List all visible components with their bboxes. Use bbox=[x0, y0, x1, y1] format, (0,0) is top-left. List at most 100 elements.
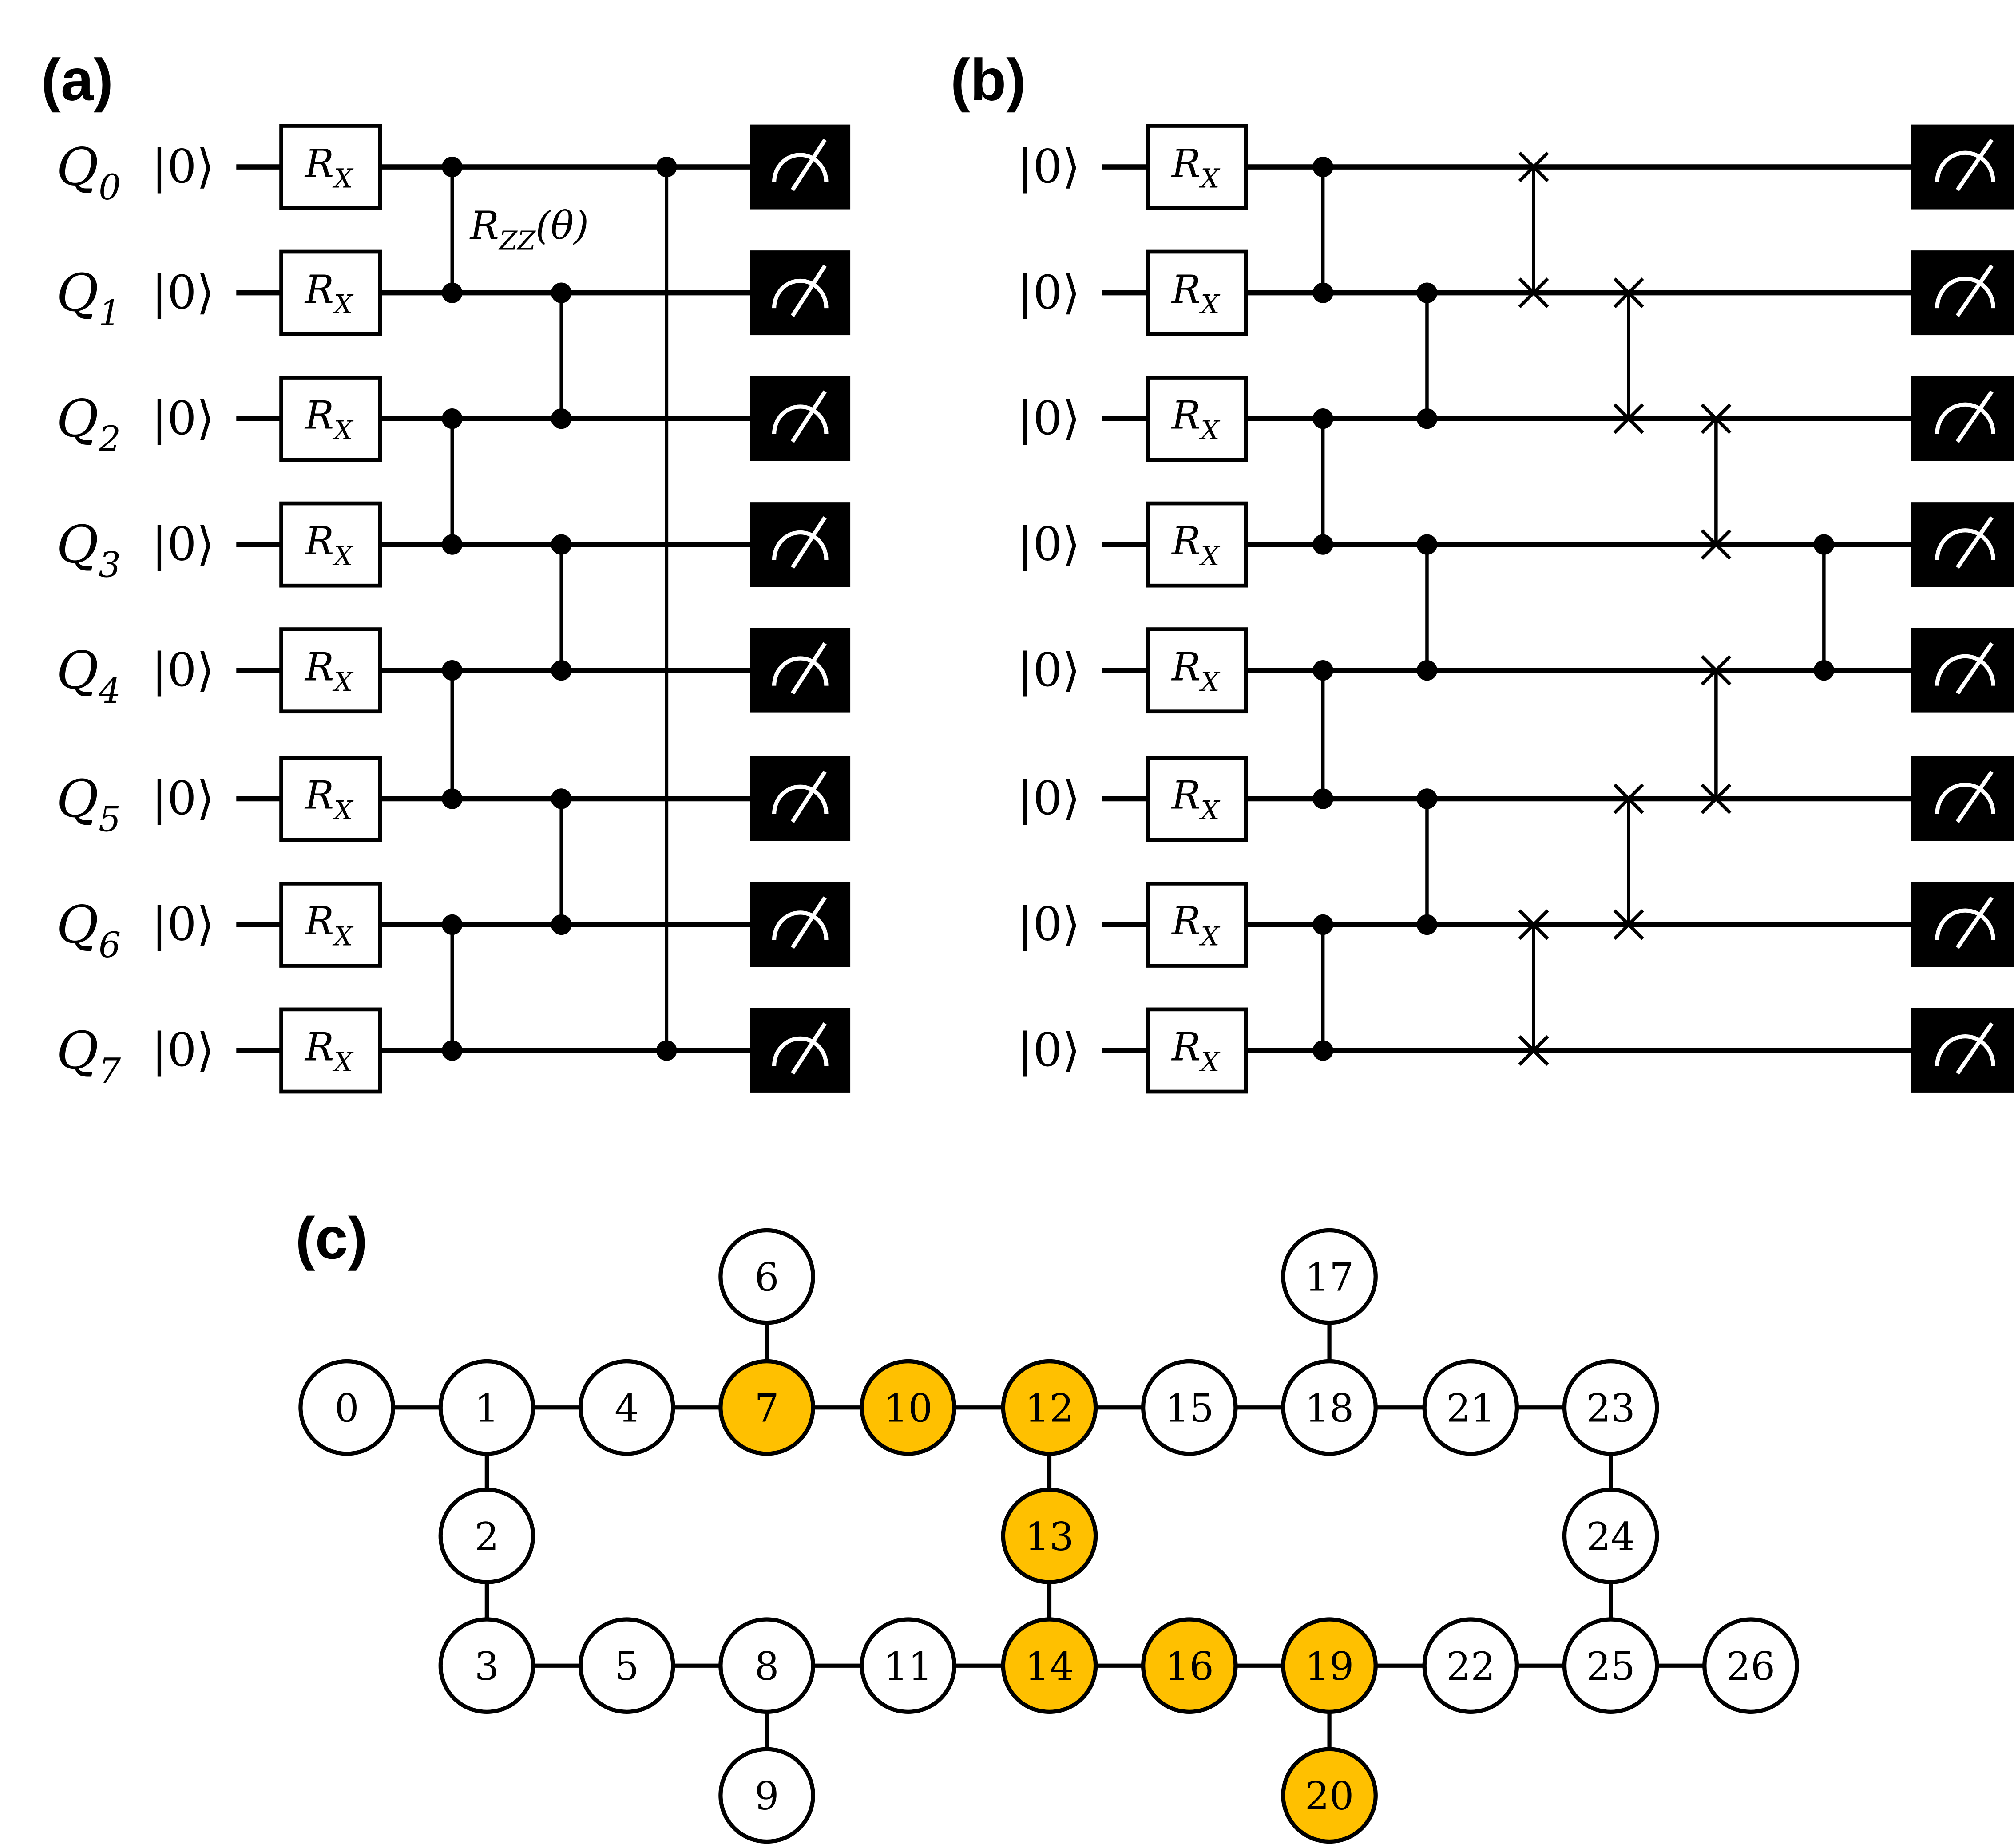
circuit-a: Q0|0⟩RXQ1|0⟩RXQ2|0⟩RXQ3|0⟩RXQ4|0⟩RXQ5|0⟩… bbox=[56, 124, 851, 1094]
meter-icon bbox=[750, 376, 851, 461]
rx-gate-label: RX bbox=[304, 1025, 353, 1077]
qubit-row: |0⟩RX bbox=[1017, 882, 2014, 968]
meter-icon bbox=[750, 502, 851, 587]
qubit-node-11: 11 bbox=[860, 1617, 957, 1714]
rx-gate: RX bbox=[1146, 627, 1248, 714]
node-label: 14 bbox=[1025, 1644, 1074, 1689]
qubit-node-6: 6 bbox=[718, 1228, 815, 1325]
rx-gate-label: RX bbox=[304, 773, 353, 826]
node-label: 19 bbox=[1305, 1644, 1354, 1689]
init-state-ket: |0⟩ bbox=[1017, 391, 1080, 445]
control-dot bbox=[1312, 156, 1333, 178]
cz-gate bbox=[442, 914, 463, 1061]
qubit-label: Q3 bbox=[56, 515, 121, 585]
meter-icon bbox=[750, 124, 851, 210]
rx-gate: RX bbox=[279, 501, 382, 588]
init-state-ket: |0⟩ bbox=[1017, 1023, 1080, 1077]
cz-gate bbox=[442, 156, 463, 303]
cz-gate bbox=[1416, 788, 1438, 935]
init-state-ket: |0⟩ bbox=[151, 771, 214, 825]
qubit-node-8: 8 bbox=[718, 1617, 815, 1714]
init-state-ket: |0⟩ bbox=[151, 391, 214, 445]
qubit-node-1: 1 bbox=[438, 1359, 535, 1456]
rx-gate: RX bbox=[279, 1007, 382, 1094]
control-dot bbox=[1416, 914, 1438, 935]
meter-icon bbox=[1911, 250, 2014, 336]
qubit-row: |0⟩RX bbox=[1017, 627, 2014, 714]
node-label: 13 bbox=[1025, 1515, 1074, 1559]
init-state-ket: |0⟩ bbox=[1017, 265, 1080, 319]
control-dot bbox=[442, 788, 463, 809]
init-state-ket: |0⟩ bbox=[1017, 771, 1080, 825]
init-state-ket: |0⟩ bbox=[1017, 517, 1080, 571]
rx-gate: RX bbox=[1146, 756, 1248, 842]
node-label: 11 bbox=[884, 1644, 932, 1689]
qubit-node-4: 4 bbox=[578, 1359, 675, 1456]
rx-gate: RX bbox=[1146, 501, 1248, 588]
qubit-row: Q5|0⟩RX bbox=[56, 756, 851, 842]
qubit-row: Q7|0⟩RX bbox=[56, 1007, 851, 1094]
rx-gate-label: RX bbox=[1171, 141, 1220, 194]
rx-gate-label: RX bbox=[304, 519, 353, 571]
node-label: 20 bbox=[1305, 1774, 1354, 1819]
qubit-node-22: 22 bbox=[1422, 1617, 1519, 1714]
node-label: 23 bbox=[1586, 1386, 1635, 1431]
cz-gate bbox=[1312, 914, 1333, 1061]
node-label: 8 bbox=[754, 1644, 779, 1689]
control-dot bbox=[1813, 534, 1834, 555]
control-dot bbox=[551, 660, 572, 681]
node-label: 16 bbox=[1165, 1644, 1214, 1689]
control-dot bbox=[656, 1040, 677, 1061]
qubit-node-7: 7 bbox=[718, 1359, 815, 1456]
init-state-ket: |0⟩ bbox=[151, 139, 214, 194]
node-label: 4 bbox=[615, 1386, 639, 1431]
init-state-ket: |0⟩ bbox=[1017, 139, 1080, 194]
node-label: 0 bbox=[334, 1386, 359, 1431]
meter-icon bbox=[1911, 376, 2014, 461]
rx-gate: RX bbox=[1146, 882, 1248, 968]
cz-gate bbox=[656, 156, 677, 1061]
meter-icon bbox=[1911, 502, 2014, 587]
qubit-node-20: 20 bbox=[1281, 1747, 1378, 1844]
control-dot bbox=[442, 914, 463, 935]
meter-icon bbox=[1911, 756, 2014, 841]
qubit-node-13: 13 bbox=[1001, 1488, 1098, 1584]
cz-gate bbox=[442, 408, 463, 555]
qubit-row: |0⟩RX bbox=[1017, 249, 2014, 336]
cz-gate bbox=[1813, 534, 1834, 681]
control-dot bbox=[1416, 408, 1438, 429]
control-dot bbox=[551, 282, 572, 303]
cz-gate bbox=[551, 534, 572, 681]
control-dot bbox=[551, 534, 572, 555]
control-dot bbox=[442, 282, 463, 303]
rx-gate-label: RX bbox=[1171, 773, 1220, 826]
control-dot bbox=[1416, 788, 1438, 809]
swap-gate bbox=[1518, 909, 1549, 1066]
rx-gate-label: RX bbox=[1171, 1025, 1220, 1077]
node-label: 1 bbox=[475, 1386, 499, 1431]
qubit-row: Q0|0⟩RX bbox=[56, 124, 851, 210]
swap-gate bbox=[1701, 655, 1732, 814]
node-label: 7 bbox=[754, 1386, 779, 1431]
qubit-node-15: 15 bbox=[1141, 1359, 1238, 1456]
circuit-b: |0⟩RX|0⟩RX|0⟩RX|0⟩RX|0⟩RX|0⟩RX|0⟩RX|0⟩RX bbox=[1017, 124, 2014, 1094]
qubit-row: Q1|0⟩RX bbox=[56, 249, 851, 336]
node-label: 3 bbox=[475, 1644, 499, 1689]
node-label: 25 bbox=[1586, 1644, 1635, 1689]
meter-icon bbox=[1911, 124, 2014, 210]
meter-icon bbox=[1911, 1008, 2014, 1093]
qubit-node-3: 3 bbox=[438, 1617, 535, 1714]
rx-gate: RX bbox=[279, 756, 382, 842]
qubit-label: Q6 bbox=[56, 895, 121, 965]
qubit-row: Q6|0⟩RX bbox=[56, 882, 851, 968]
meter-icon bbox=[750, 250, 851, 336]
meter-icon bbox=[750, 756, 851, 841]
qubit-node-14: 14 bbox=[1001, 1617, 1098, 1714]
qubit-row: Q2|0⟩RX bbox=[56, 376, 851, 462]
rx-gate: RX bbox=[279, 249, 382, 336]
rx-gate: RX bbox=[279, 124, 382, 210]
rx-gate-label: RX bbox=[304, 899, 353, 951]
qubit-node-25: 25 bbox=[1562, 1617, 1659, 1714]
qubit-label: Q2 bbox=[56, 390, 121, 459]
